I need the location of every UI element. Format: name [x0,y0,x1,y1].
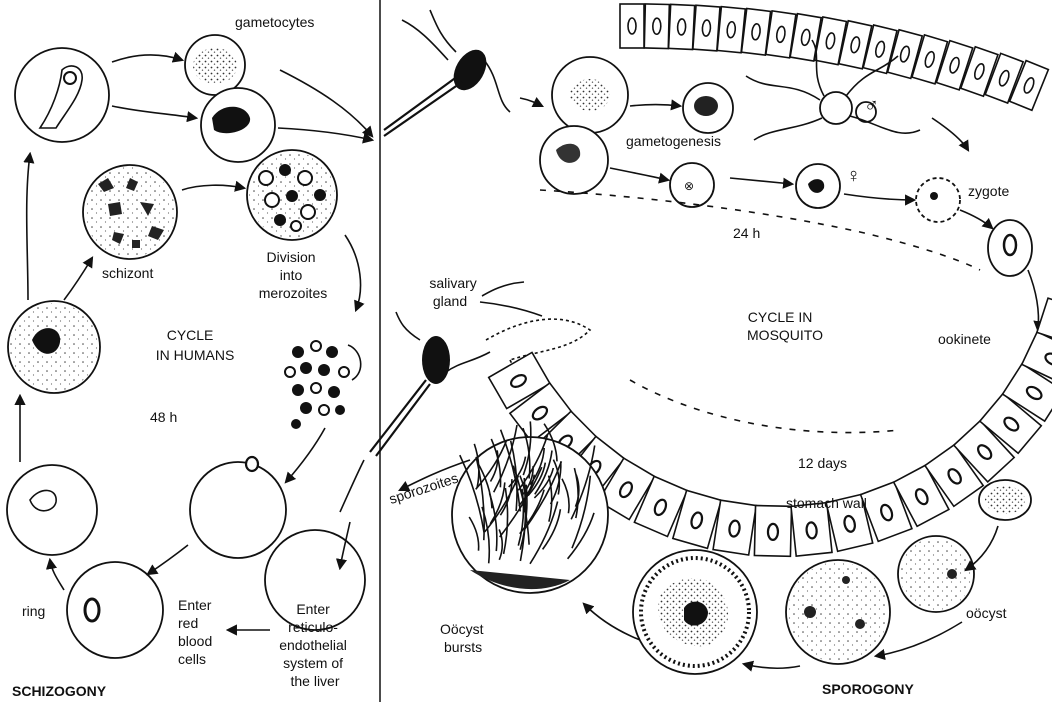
label-division: Division into merozoites [259,249,327,301]
label-24h: 24 h [733,225,760,241]
epithelial-cell [644,4,669,49]
young-oocyst [898,536,974,612]
epithelial-cell [669,4,695,49]
label-cycle-mosquito: CYCLE IN MOSQUITO [747,309,823,343]
female-gamete-a: ⊗ [670,163,714,207]
svg-text:⊗: ⊗ [684,179,694,193]
ring-cell [67,562,163,658]
female-gamete-b [796,164,840,208]
label-sporogony: SPOROGONY [822,681,914,697]
label-schizogony: SCHIZOGONY [12,683,107,699]
gamete-cell-1 [552,57,628,133]
label-12-days: 12 days [798,455,847,471]
label-48h: 48 h [150,409,177,425]
epithelial-cell [717,7,745,53]
label-ookinete: ookinete [938,331,991,347]
mosquito-feeding [384,10,510,136]
invaded-cell [190,457,286,558]
stomach-wall-cell [754,505,791,556]
schizont-cell [83,165,177,259]
gametocyte-cell-1 [185,35,245,95]
stomach-wall-cell [713,500,756,555]
early-oocyst [979,480,1031,520]
developing-oocyst [786,560,890,664]
label-ring: ring [22,603,45,619]
label-oocyst: oöcyst [966,605,1007,621]
label-salivary-gland: salivary gland [429,275,480,309]
label-gametogenesis: gametogenesis [626,133,721,149]
ookinete-cell [988,220,1032,276]
label-zygote: zygote [968,183,1009,199]
epithelial-cell [620,4,644,48]
gamete-cell-2 [540,126,608,194]
epithelial-cell [693,5,720,51]
gamete-cell-3 [683,83,733,133]
label-schizont: schizont [102,265,153,281]
label-female-symbol: ♀ [846,165,861,187]
zygote-cell [916,178,960,222]
gametocyte-cell-2 [201,88,275,162]
merozoites [285,341,361,429]
label-oocyst-bursts: Oöcyst bursts [440,621,487,655]
trophozoite-cell-lower [7,465,97,555]
label-stomach-wall: stomach wall [786,495,867,511]
label-enter-red: Enter red blood cells [178,597,216,667]
label-cycle-humans: CYCLE IN HUMANS [156,327,235,363]
label-gametocytes: gametocytes [235,14,314,30]
infected-cell-topleft [15,48,109,142]
mature-oocyst [633,550,757,674]
trophozoite-cell-upper [8,301,100,393]
dividing-cell [247,150,337,240]
label-male-symbol: ♂ [864,95,879,117]
label-sporozoites: sporozoites [387,470,460,507]
